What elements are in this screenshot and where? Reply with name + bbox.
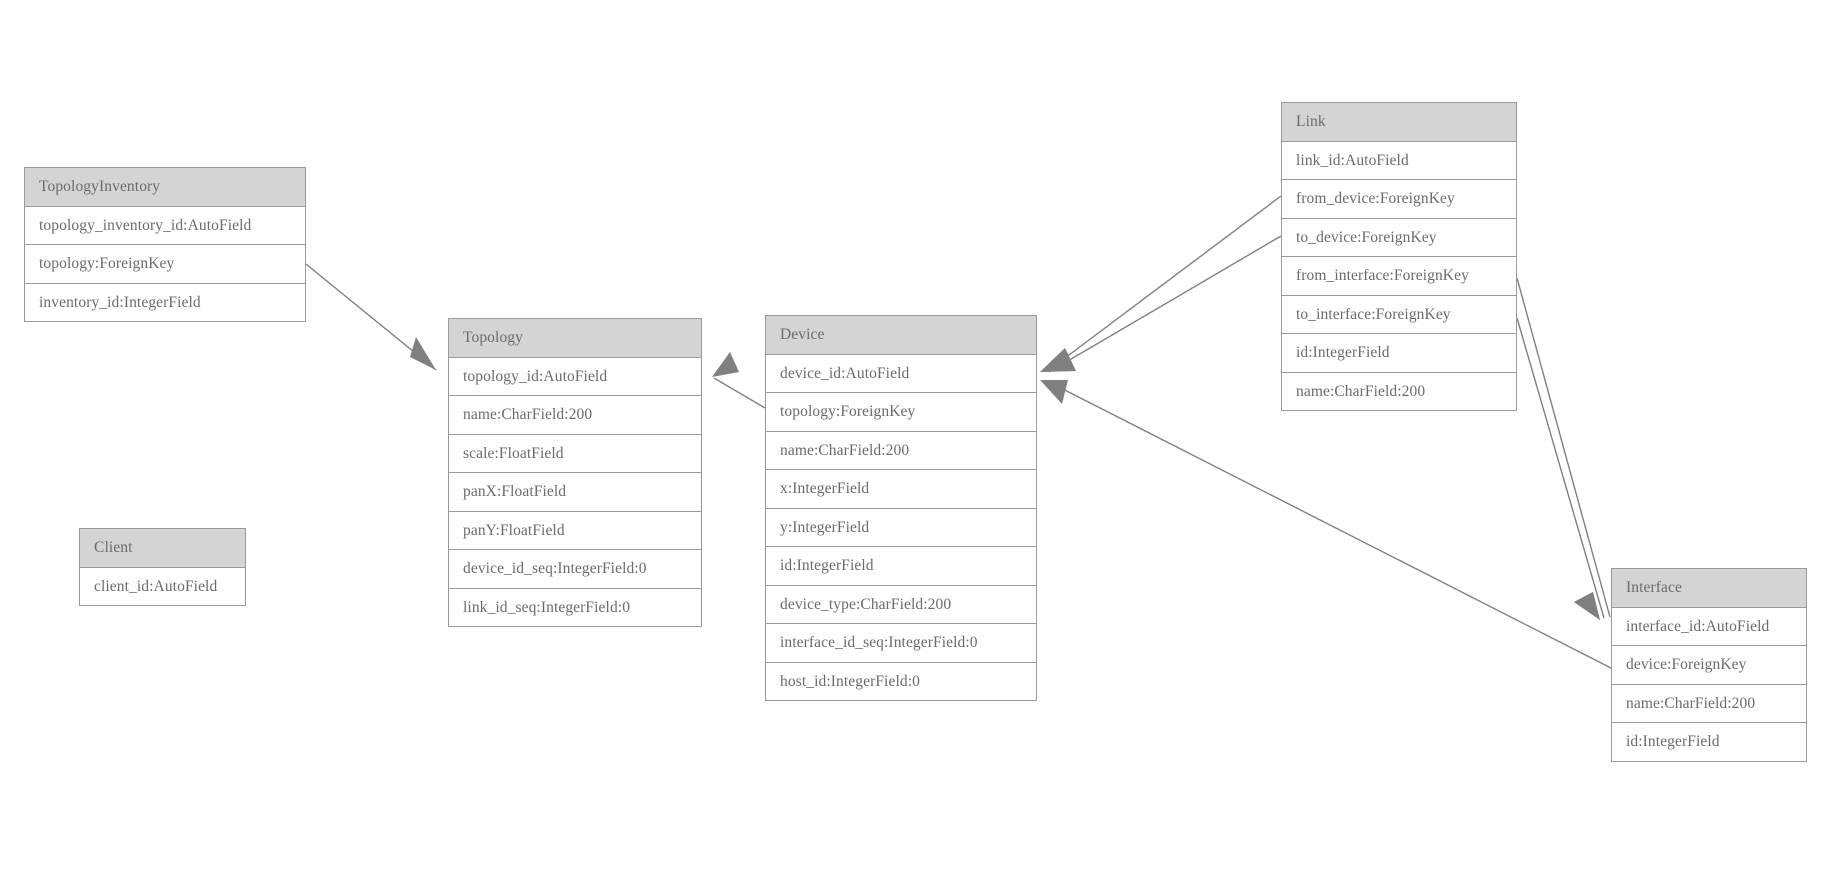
entity-field-row: interface_id:AutoField <box>1612 607 1806 646</box>
relation-arrowhead-icon <box>1574 592 1600 620</box>
entity-field-row: link_id_seq:IntegerField:0 <box>449 588 701 626</box>
entity-field-row: name:CharField:200 <box>1282 372 1516 410</box>
entity-title-link: Link <box>1282 103 1516 142</box>
entity-field-row: device_id:AutoField <box>766 354 1036 393</box>
entity-field-row: y:IntegerField <box>766 508 1036 547</box>
entity-field-row: device_type:CharField:200 <box>766 585 1036 624</box>
relation-line <box>1048 381 1612 669</box>
relation-line <box>1048 235 1282 373</box>
entity-field-row: id:IntegerField <box>1282 334 1516 373</box>
entity-field-row: topology:ForeignKey <box>766 393 1036 432</box>
relation-arrowhead-icon <box>1040 348 1076 372</box>
entity-field-row: device_id_seq:IntegerField:0 <box>449 550 701 589</box>
relation-edge-link-from-interface <box>1516 277 1611 620</box>
relation-arrowhead-icon <box>1574 592 1600 620</box>
entity-field-row: to_device:ForeignKey <box>1282 218 1516 257</box>
entity-field-row: topology_inventory_id:AutoField <box>25 206 305 245</box>
entity-field-row: from_interface:ForeignKey <box>1282 257 1516 296</box>
entity-title-topology: Topology <box>449 319 701 358</box>
relation-arrowhead-icon <box>410 337 436 370</box>
entity-title-client: Client <box>80 529 245 568</box>
entity-field-row: name:CharField:200 <box>449 396 701 435</box>
relation-line <box>713 377 766 409</box>
relation-edge-link-to-device <box>1040 235 1282 373</box>
relation-arrowhead-icon <box>1040 380 1068 404</box>
relation-line <box>1516 277 1611 618</box>
entity-field-row: topology:ForeignKey <box>25 245 305 284</box>
entity-field-row: interface_id_seq:IntegerField:0 <box>766 624 1036 663</box>
entity-field-row: to_interface:ForeignKey <box>1282 295 1516 334</box>
entity-field-row: id:IntegerField <box>1612 723 1806 761</box>
relation-arrowhead-icon <box>712 352 739 377</box>
entity-title-topologyinventory: TopologyInventory <box>25 168 305 207</box>
entity-title-interface: Interface <box>1612 569 1806 608</box>
relation-edge-topologyinventory-topology <box>305 263 437 371</box>
entity-field-row: panY:FloatField <box>449 511 701 550</box>
relation-edge-device-topology <box>712 352 766 409</box>
entity-field-row: panX:FloatField <box>449 473 701 512</box>
entity-field-row: topology_id:AutoField <box>449 357 701 396</box>
entity-field-row: id:IntegerField <box>766 547 1036 586</box>
entity-field-row: from_device:ForeignKey <box>1282 180 1516 219</box>
entity-field-row: name:CharField:200 <box>1612 684 1806 723</box>
relation-line <box>1516 317 1605 619</box>
entity-field-row: x:IntegerField <box>766 470 1036 509</box>
relation-line <box>1048 195 1282 371</box>
entity-field-row: link_id:AutoField <box>1282 141 1516 180</box>
entity-field-row: host_id:IntegerField:0 <box>766 662 1036 700</box>
entity-field-row: device:ForeignKey <box>1612 646 1806 685</box>
relation-edge-link-from-device <box>1040 195 1282 372</box>
entity-field-row: client_id:AutoField <box>80 567 245 605</box>
relation-edge-interface-device <box>1040 380 1612 669</box>
entity-title-device: Device <box>766 316 1036 355</box>
entity-field-row: name:CharField:200 <box>766 431 1036 470</box>
entity-field-row: inventory_id:IntegerField <box>25 283 305 321</box>
relation-edge-link-to-interface <box>1516 317 1605 620</box>
relation-arrowhead-icon <box>1040 348 1076 372</box>
entity-field-row: scale:FloatField <box>449 434 701 473</box>
relation-line <box>305 263 437 371</box>
